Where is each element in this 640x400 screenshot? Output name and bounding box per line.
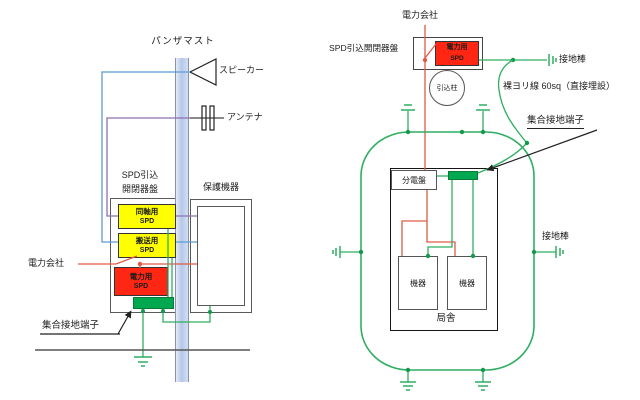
spd-coax-label: 同軸用 <box>135 206 159 216</box>
spd-panel-label-line2: 開閉器盤 <box>121 183 158 194</box>
spd-power-box-right: 電力用 SPD <box>435 41 479 66</box>
spd-power-label-left: 電力用 <box>129 271 153 281</box>
collective-ground-terminal-bar-left <box>133 297 174 309</box>
junction-dot-green <box>480 367 486 373</box>
speaker-icon <box>188 58 217 86</box>
earth-ground-icon-left <box>134 356 152 367</box>
ground-terminal-label-right: 集合接地端子 <box>527 115 585 129</box>
spd-carrier-label: 搬送用 <box>135 235 159 245</box>
spd-coax-box: 同軸用 SPD <box>118 204 176 229</box>
equipment1-label: 機器 <box>410 278 426 288</box>
spd-carrier-sublabel: SPD <box>139 246 155 254</box>
spd-power-label-right: 電力用 <box>446 44 468 52</box>
power-company-label-right: 電力会社 <box>402 10 439 20</box>
ground-rod-icon-left <box>332 246 341 258</box>
distribution-board-label: 分電盤 <box>402 175 426 185</box>
ground-rod-icon-ring-1 <box>401 104 415 111</box>
service-entrance-pole-circle: 引込柱 <box>429 70 465 106</box>
spd-panel-label-left: SPD引込 開閉器盤 <box>108 169 172 196</box>
ground-rod-label-top: 接地棒 <box>559 54 587 64</box>
buried-bonding-wire <box>497 59 527 143</box>
speaker-label: スピーカー <box>219 65 265 75</box>
antenna-label: アンテナ <box>227 112 263 122</box>
label-arrow-left <box>117 310 132 335</box>
buried-wire-label: 裸ヨリ線 60sq（直接埋設） <box>503 81 616 91</box>
spd-power-sublabel-right: SPD <box>450 54 464 62</box>
earth-ground-icon-bottom-2 <box>475 381 491 391</box>
ground-rod-icon-ring-2 <box>476 104 490 111</box>
ground-rod-icon-top <box>548 54 557 66</box>
ground-rod-label-right: 接地棒 <box>542 231 570 241</box>
label-arrow-right <box>486 129 598 172</box>
spd-coax-sublabel: SPD <box>139 217 155 225</box>
protected-equipment-inner-box <box>197 206 245 306</box>
distribution-board-box: 分電盤 <box>391 170 437 190</box>
power-company-label-left: 電力会社 <box>28 258 65 268</box>
junction-dot-green <box>459 129 465 135</box>
collective-ground-terminal-bar-right <box>448 171 478 180</box>
antenna-icon-2 <box>209 105 215 131</box>
spd-power-sublabel-left: SPD <box>133 282 149 290</box>
junction-dot-green <box>531 249 537 255</box>
station-label: 局舎 <box>436 313 456 324</box>
pole-label: パンザマスト <box>151 36 215 47</box>
junction-dot-green <box>480 129 486 135</box>
spd-panel-label-right: SPD引込開閉器盤 <box>329 43 399 53</box>
protected-equipment-label: 保護機器 <box>202 182 239 192</box>
ground-rod-icon-right <box>555 246 564 258</box>
spd-panel-label-line1: SPD引込 <box>121 170 159 180</box>
spd-power-box-left: 電力用 SPD <box>114 267 168 296</box>
junction-dot-green <box>405 129 411 135</box>
antenna-icon <box>201 105 207 131</box>
junction-dot-green <box>510 57 516 63</box>
equipment-box-2: 機器 <box>447 256 487 310</box>
junction-dot-green <box>358 249 364 255</box>
earth-ground-icon-bottom-1 <box>400 381 416 391</box>
ground-terminal-label-left: 集合接地端子 <box>42 320 100 331</box>
junction-dot-green <box>405 367 411 373</box>
equipment-box-1: 機器 <box>398 256 438 310</box>
service-pole-label: 引込柱 <box>436 85 458 92</box>
junction-dot-green <box>524 140 530 146</box>
panzer-mast-pole <box>175 58 189 382</box>
equipment2-label: 機器 <box>459 278 475 288</box>
spd-carrier-box: 搬送用 SPD <box>118 233 176 258</box>
